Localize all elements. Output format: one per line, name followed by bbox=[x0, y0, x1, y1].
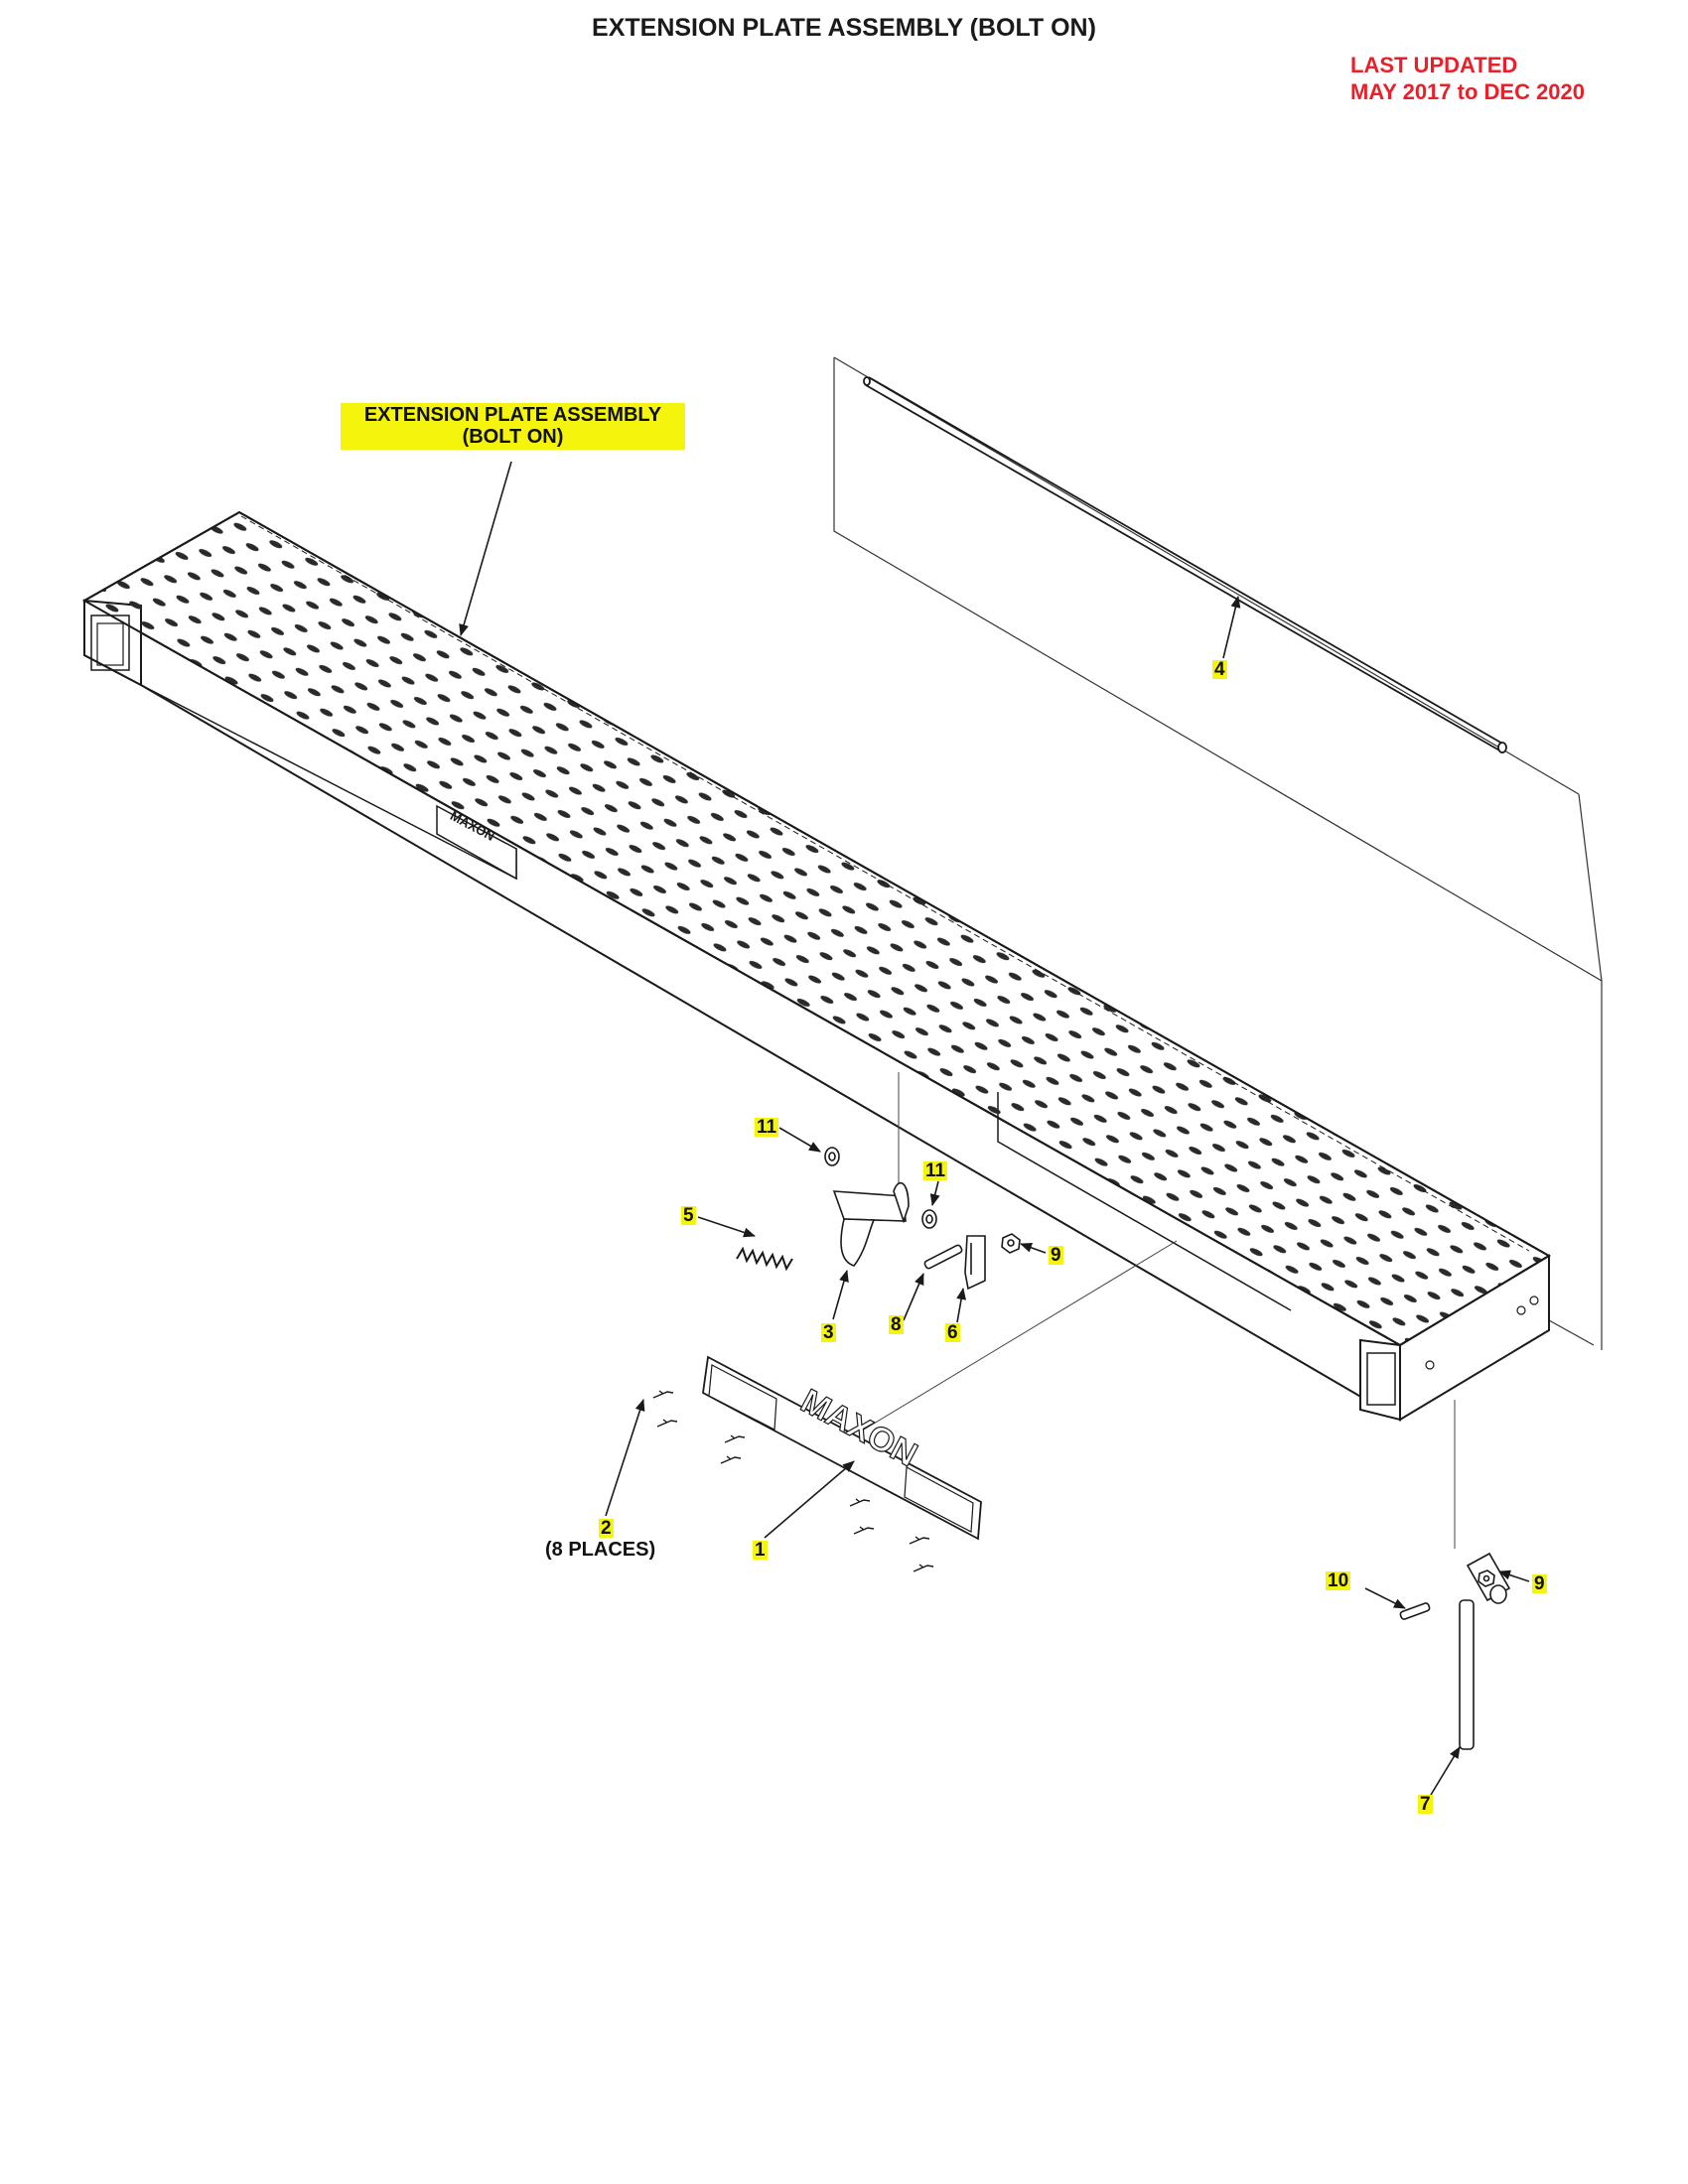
latch-parts bbox=[736, 1147, 1021, 1291]
page-title: EXTENSION PLATE ASSEMBLY (BOLT ON) bbox=[592, 14, 1096, 42]
assembly-label-line2: (BOLT ON) bbox=[462, 426, 564, 448]
callout-7: 7 bbox=[1418, 1794, 1433, 1815]
assembly-label: EXTENSION PLATE ASSEMBLY (BOLT ON) bbox=[341, 403, 685, 450]
last-updated-line2: MAY 2017 to DEC 2020 bbox=[1350, 79, 1586, 104]
callout-5: 5 bbox=[681, 1205, 696, 1226]
deck-dimples bbox=[84, 512, 1549, 1345]
callout-2-note: (8 PLACES) bbox=[545, 1539, 656, 1561]
leader-lines bbox=[459, 461, 1530, 1796]
callout-11a: 11 bbox=[755, 1117, 779, 1138]
callout-4: 4 bbox=[1212, 659, 1227, 680]
callout-8: 8 bbox=[889, 1314, 904, 1335]
rivets bbox=[652, 1390, 934, 1572]
callout-2: 2 bbox=[599, 1518, 614, 1539]
callout-11b: 11 bbox=[923, 1160, 948, 1181]
last-updated-line1: LAST UPDATED bbox=[1350, 53, 1518, 77]
shaft-part bbox=[863, 376, 1507, 753]
callout-9b: 9 bbox=[1532, 1573, 1547, 1594]
callout-10: 10 bbox=[1326, 1570, 1351, 1591]
callout-3: 3 bbox=[821, 1322, 836, 1343]
assembly-label-line1: EXTENSION PLATE ASSEMBLY bbox=[363, 404, 662, 426]
deck-outline bbox=[81, 510, 1551, 1347]
callout-1: 1 bbox=[753, 1540, 768, 1561]
mounting-plane bbox=[833, 356, 1603, 1350]
construction-lines bbox=[863, 1072, 1456, 1549]
callout-6: 6 bbox=[945, 1322, 960, 1343]
last-updated-note: LAST UPDATED MAY 2017 to DEC 2020 bbox=[1350, 52, 1585, 105]
handle-parts bbox=[1399, 1552, 1511, 1750]
callout-9a: 9 bbox=[1049, 1245, 1063, 1266]
